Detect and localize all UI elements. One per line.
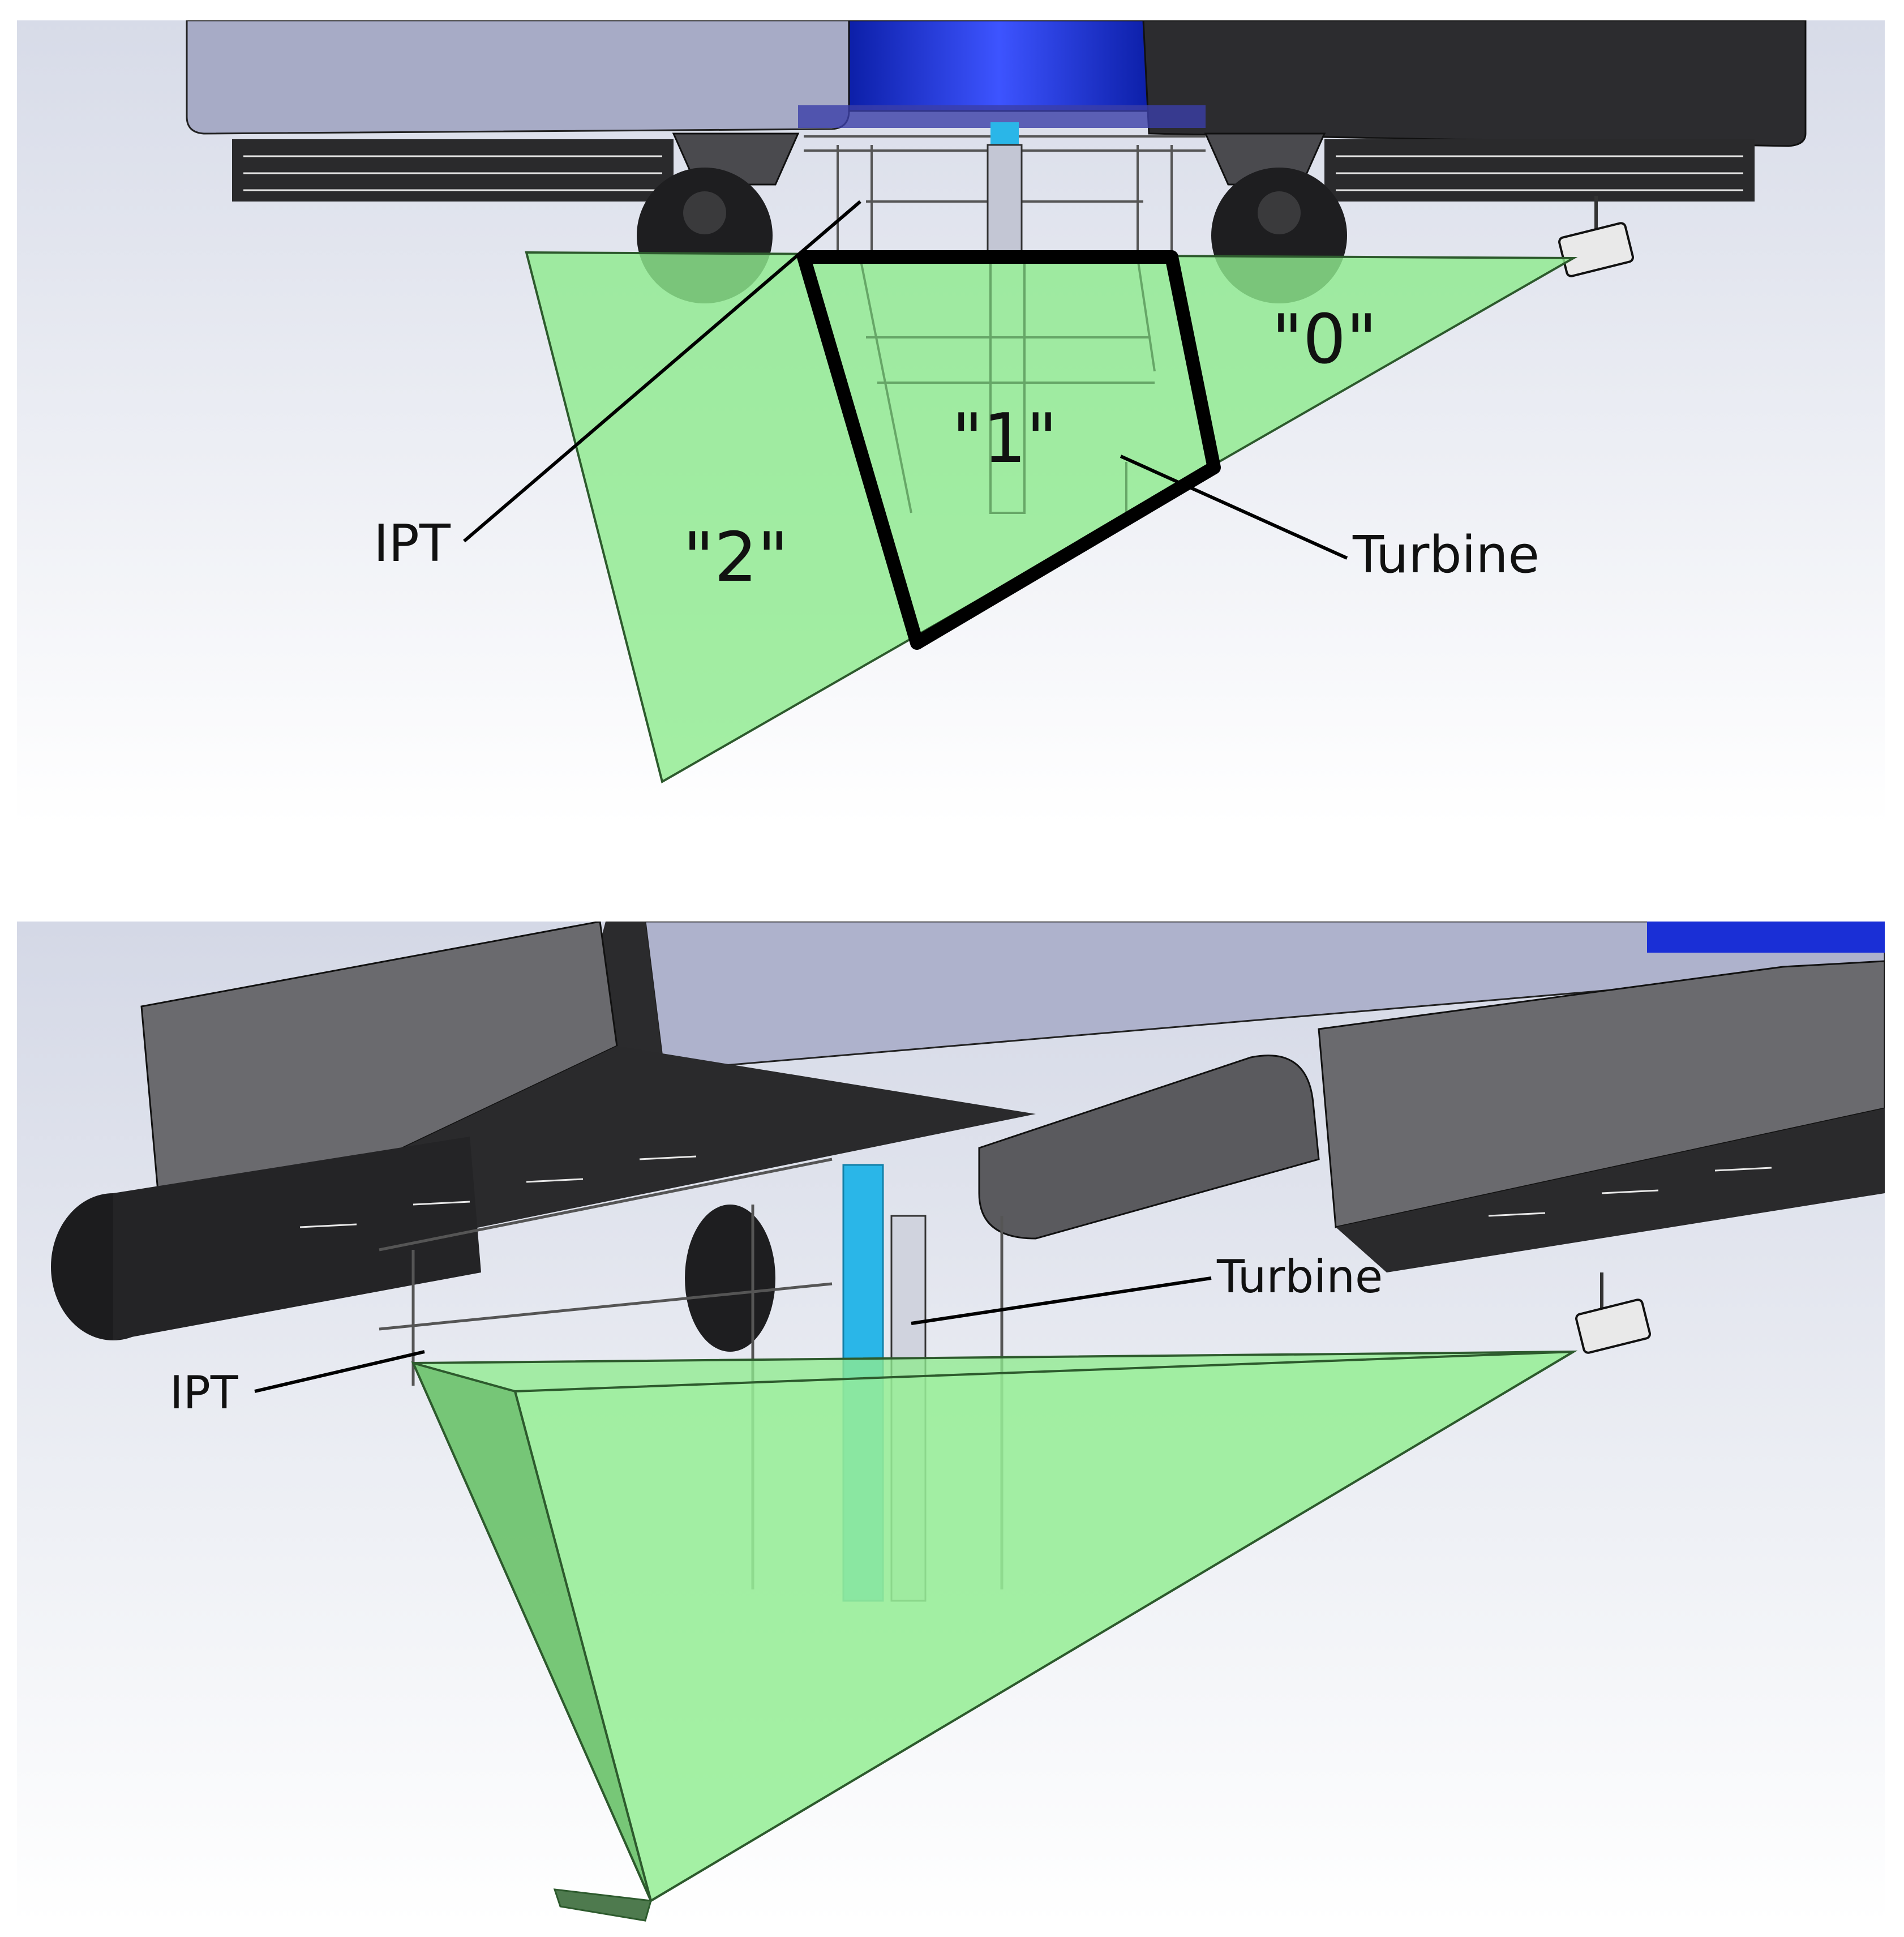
region-label-1: "1" — [952, 400, 1058, 478]
top-view-drawing: "0" "1" "2" IPT Turbine — [17, 20, 1885, 824]
turbine-region-outline — [797, 250, 1221, 650]
turbine-shaft-top — [990, 122, 1019, 145]
ipt-callout: IPT — [170, 1366, 239, 1419]
turbine-leader-line — [911, 1276, 1212, 1325]
field-of-view — [411, 1350, 1578, 1922]
turbine-leader-line — [1120, 455, 1348, 560]
region-label-0: "0" — [1272, 301, 1378, 379]
bottom-view-panel: IPT Turbine — [17, 922, 1885, 1923]
top-view-panel: "0" "1" "2" IPT Turbine — [17, 20, 1885, 824]
sonar-camera — [1575, 1272, 1651, 1354]
turbine-shaft — [987, 144, 1023, 259]
ipt-callout: IPT — [374, 514, 451, 573]
bottom-view-drawing: IPT Turbine — [17, 922, 1885, 1923]
turbine-callout: Turbine — [1216, 1250, 1383, 1303]
left-pontoon — [51, 922, 1036, 1340]
ipt-leader-line — [254, 1350, 425, 1393]
region-label-2: "2" — [683, 518, 789, 597]
ipt-leader-line — [463, 200, 861, 543]
right-pontoon — [1318, 960, 1885, 1272]
turbine-callout: Turbine — [1352, 525, 1540, 585]
